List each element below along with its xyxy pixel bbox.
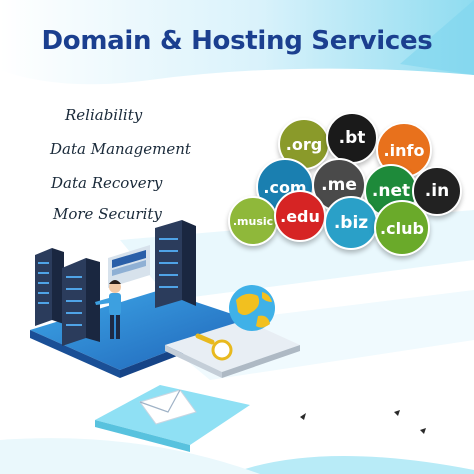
tld-badge-edu: .edu (274, 190, 326, 242)
page-title: Domain & Hosting Services (41, 26, 433, 56)
feature-reliability: Reliability (65, 106, 143, 124)
globe-icon (229, 285, 275, 331)
envelope-icon (139, 389, 197, 425)
feature-data-management: Data Management (50, 140, 191, 158)
technician-figure (95, 280, 121, 339)
tld-badge-biz: .biz (324, 196, 378, 250)
magnifier-icon (195, 333, 233, 361)
tld-badge-bt: .bt (326, 112, 378, 164)
tld-badge-in: .in (412, 166, 462, 216)
tld-badge-music: .music (228, 196, 278, 246)
feature-more-security: More Security (53, 205, 162, 223)
feature-data-recovery: Data Recovery (51, 174, 163, 192)
tld-badge-club: .club (374, 200, 430, 256)
server-rack-icon (35, 220, 196, 346)
